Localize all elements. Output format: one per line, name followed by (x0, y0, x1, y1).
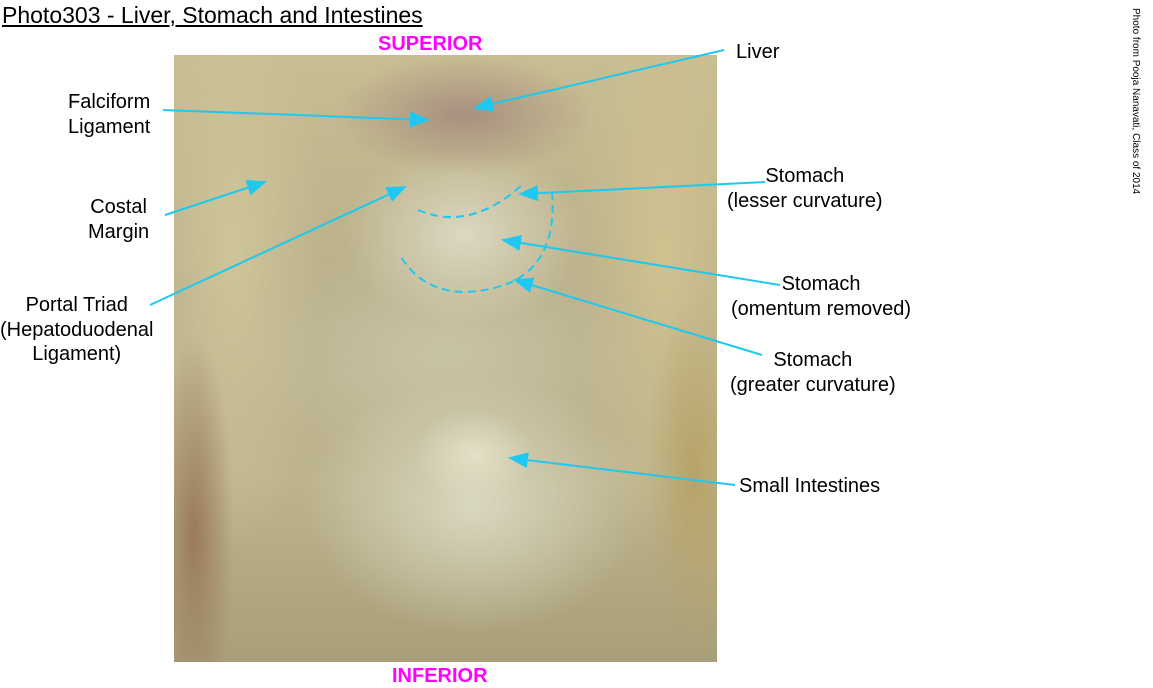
pointer-greater (513, 277, 763, 356)
pointer-lesser (518, 181, 766, 202)
pointer-costal (164, 180, 267, 216)
greater-curvature-outline (399, 191, 554, 294)
page-title: Photo303 - Liver, Stomach and Intestines (2, 2, 423, 28)
label-liver: Liver (736, 41, 780, 63)
label-stomach-lesser-curvature: Stomach(lesser curvature) (727, 165, 883, 212)
lesser-curvature-outline (417, 184, 523, 218)
inferior-label: INFERIOR (392, 665, 488, 687)
dissection-photo (174, 55, 717, 662)
pointer-liver (473, 49, 725, 112)
pointer-small-intestines (508, 452, 736, 486)
pointer-falciform (162, 109, 430, 128)
pointer-omentum (501, 234, 781, 286)
photo-credit: Photo from Pooja Nanavati, Class of 2014 (1130, 8, 1141, 195)
label-stomach-greater-curvature: Stomach(greater curvature) (730, 349, 896, 396)
pointer-portal (149, 186, 407, 306)
label-stomach-omentum-removed: Stomach(omentum removed) (731, 273, 912, 320)
label-small-intestines: Small Intestines (739, 475, 881, 497)
superior-label: SUPERIOR (378, 33, 483, 55)
